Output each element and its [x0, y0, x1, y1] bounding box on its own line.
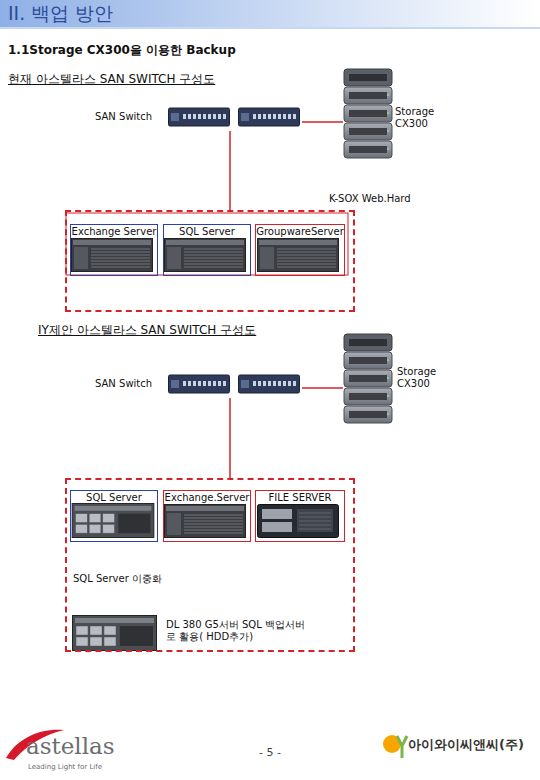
- diagram-heading: 현재 아스텔라스 SAN SWITCH 구성도: [8, 72, 408, 86]
- storage-device: Storage CX300: [343, 331, 435, 427]
- node-label: SAN Switch: [95, 111, 170, 123]
- node-label: K-SOX Web.Hard: [329, 193, 429, 205]
- node-label: GroupwareServer: [256, 226, 344, 238]
- node-label: Exchange.Server: [164, 492, 250, 504]
- node-label: Storage CX300: [395, 106, 437, 130]
- page-title: II. 백업 방안: [8, 2, 113, 25]
- node-label: DL 380 G5서버 SQL 백업서버로 활용( HDD추가): [166, 619, 308, 643]
- server-box: FILE SERVER: [255, 490, 345, 542]
- section-heading: 1.1Storage CX300을 이용한 Backup: [8, 43, 408, 57]
- logo-tagline: Leading Light for Life: [28, 763, 148, 771]
- server-box: SQL Server: [163, 224, 251, 276]
- server-box: Exchange Server: [70, 224, 158, 276]
- node-label: SQL Server: [164, 226, 250, 238]
- san-switch: SAN Switch: [90, 103, 302, 131]
- logo-text: astellas: [26, 733, 146, 761]
- connector-line: [302, 121, 343, 123]
- server-box: GroupwareServer: [255, 224, 345, 276]
- node-label: Storage CX300: [397, 366, 439, 390]
- node-label: Exchange Server: [71, 226, 157, 238]
- backup-server: DL 380 G5서버 SQL 백업서버로 활용( HDD추가): [72, 614, 312, 656]
- server-box: Exchange.Server: [163, 490, 251, 542]
- node-label: SQL Server 이중화: [73, 573, 213, 585]
- node-label: SAN Switch: [95, 378, 170, 390]
- connector-line: [302, 387, 343, 389]
- server-group: SQL Server Exchange.Server FILE SERVER DL 3…: [65, 478, 355, 652]
- connector-line: [229, 131, 231, 210]
- san-switch: SAN Switch: [90, 370, 302, 398]
- connector-line: [229, 398, 231, 478]
- diagram-heading: IY제안 아스텔라스 SAN SWITCH 구성도: [38, 323, 438, 337]
- page-number: - 5 -: [240, 746, 300, 759]
- node-label: FILE SERVER: [256, 492, 344, 504]
- storage-device: Storage CX300: [343, 66, 435, 162]
- company-name: 아이와이씨앤씨(주): [408, 737, 538, 753]
- server-group: Exchange Server SQL Server GroupwareServer…: [65, 210, 355, 312]
- server-box: SQL Server: [70, 490, 158, 542]
- node-label: SQL Server: [71, 492, 157, 504]
